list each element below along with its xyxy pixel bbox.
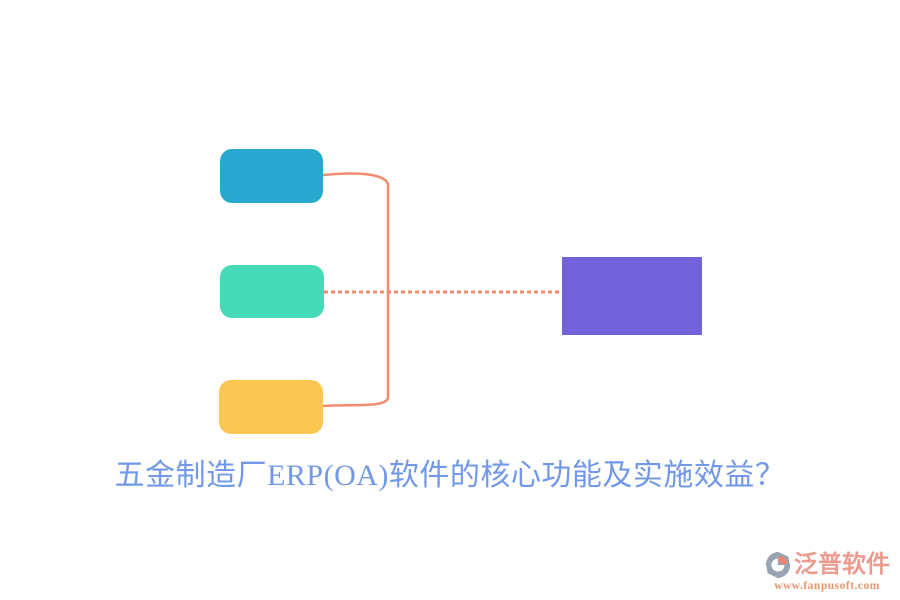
diagram-title: 五金制造厂ERP(OA)软件的核心功能及实施效益？ [114, 459, 786, 492]
topic-node-bottom[interactable] [219, 380, 323, 434]
topic-node-top[interactable] [220, 149, 323, 203]
fanpu-logo-icon [765, 551, 791, 579]
root-topic-node[interactable] [562, 257, 702, 335]
bracket-connector-line [321, 172, 390, 408]
brand-url: www.fanpusoft.com [774, 580, 880, 592]
brand-watermark: 泛普软件 www.fanpusoft.com [762, 551, 892, 592]
brand-name: 泛普软件 [794, 552, 890, 578]
topic-node-middle[interactable] [220, 265, 324, 318]
